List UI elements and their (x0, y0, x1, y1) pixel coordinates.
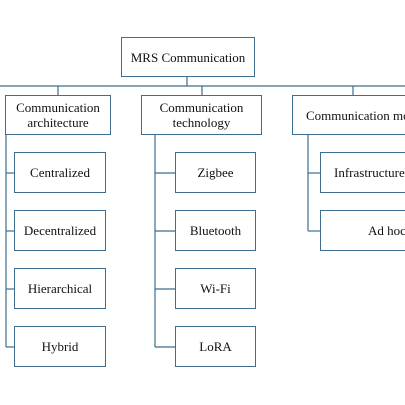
category-node-technology: Communication technology (141, 95, 262, 135)
leaf-label: LoRA (199, 339, 232, 354)
leaf-label: Ad hoc (368, 223, 405, 238)
leaf-label: Zigbee (197, 165, 234, 180)
leaf-label: Decentralized (23, 223, 97, 238)
leaf-node: Ad hoc (320, 210, 405, 251)
category-label: Communication architecture (16, 100, 100, 130)
category-label: Communication mo (306, 107, 405, 123)
leaf-label: Hierarchical (27, 281, 93, 296)
leaf-label: Wi-Fi (200, 281, 231, 296)
root-node-label: MRS Communication (130, 49, 246, 65)
root-node: MRS Communication (121, 37, 255, 77)
leaf-label: Centralized (30, 165, 90, 180)
leaf-node: Zigbee (175, 152, 256, 193)
leaf-node: Bluetooth (175, 210, 256, 251)
leaf-label: Infrastructure (334, 165, 405, 180)
leaf-node: Wi-Fi (175, 268, 256, 309)
category-node-mode: Communication mo (292, 95, 405, 135)
leaf-label: Hybrid (41, 339, 79, 354)
leaf-node: LoRA (175, 326, 256, 367)
leaf-node: Hybrid (14, 326, 106, 367)
leaf-label: Bluetooth (189, 223, 242, 238)
leaf-node: Decentralized (14, 210, 106, 251)
category-node-architecture: Communication architecture (5, 95, 111, 135)
leaf-node: Centralized (14, 152, 106, 193)
leaf-node: Hierarchical (14, 268, 106, 309)
category-label: Communication technology (159, 100, 244, 130)
leaf-node: Infrastructure (320, 152, 405, 193)
